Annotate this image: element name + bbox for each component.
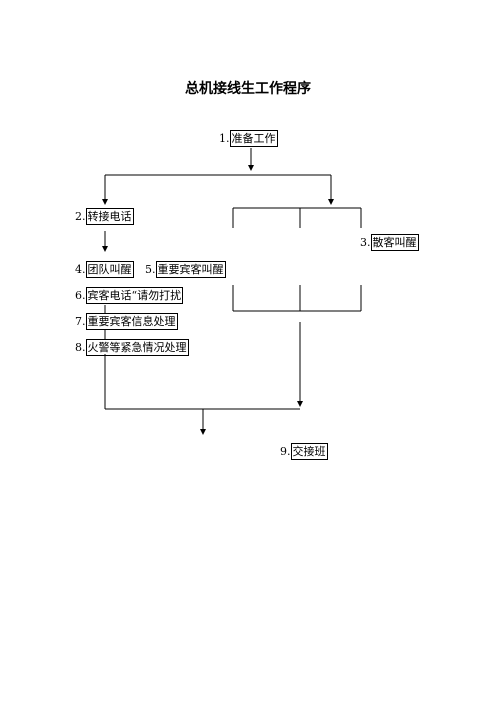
- node-2-number: 2.: [75, 210, 86, 223]
- node-2-label: 转接电话: [85, 208, 134, 225]
- node-3-label: 散客叫醒: [370, 234, 419, 251]
- node-9-number: 9.: [280, 445, 291, 458]
- node-6-number: 6.: [75, 289, 86, 302]
- node-9: 9.交接班: [280, 443, 328, 460]
- node-1-label: 准备工作: [229, 130, 278, 147]
- node-8-label: 火警等紧急情况处理: [85, 339, 189, 356]
- node-1-number: 1.: [219, 132, 230, 145]
- node-7-number: 7.: [75, 315, 86, 328]
- node-6-label: 宾客电话“请勿打扰: [85, 287, 184, 304]
- node-4: 4.团队叫醒: [75, 261, 134, 278]
- node-1: 1.准备工作: [219, 130, 278, 147]
- node-5-number: 5.: [145, 263, 156, 276]
- node-2: 2.转接电话: [75, 208, 134, 225]
- node-3: 3.散客叫醒: [360, 234, 419, 251]
- node-4-label: 团队叫醒: [85, 261, 134, 278]
- node-8-number: 8.: [75, 341, 86, 354]
- node-5: 5.重要宾客叫醒: [145, 261, 226, 278]
- node-8: 8.火警等紧急情况处理: [75, 339, 189, 356]
- node-6: 6.宾客电话“请勿打扰: [75, 287, 184, 304]
- node-7: 7.重要宾客信息处理: [75, 313, 178, 330]
- node-5-label: 重要宾客叫醒: [155, 261, 226, 278]
- node-4-number: 4.: [75, 263, 86, 276]
- node-9-label: 交接班: [290, 443, 328, 460]
- page-title: 总机接线生工作程序: [185, 81, 311, 97]
- node-7-label: 重要宾客信息处理: [85, 313, 178, 330]
- node-3-number: 3.: [360, 236, 371, 249]
